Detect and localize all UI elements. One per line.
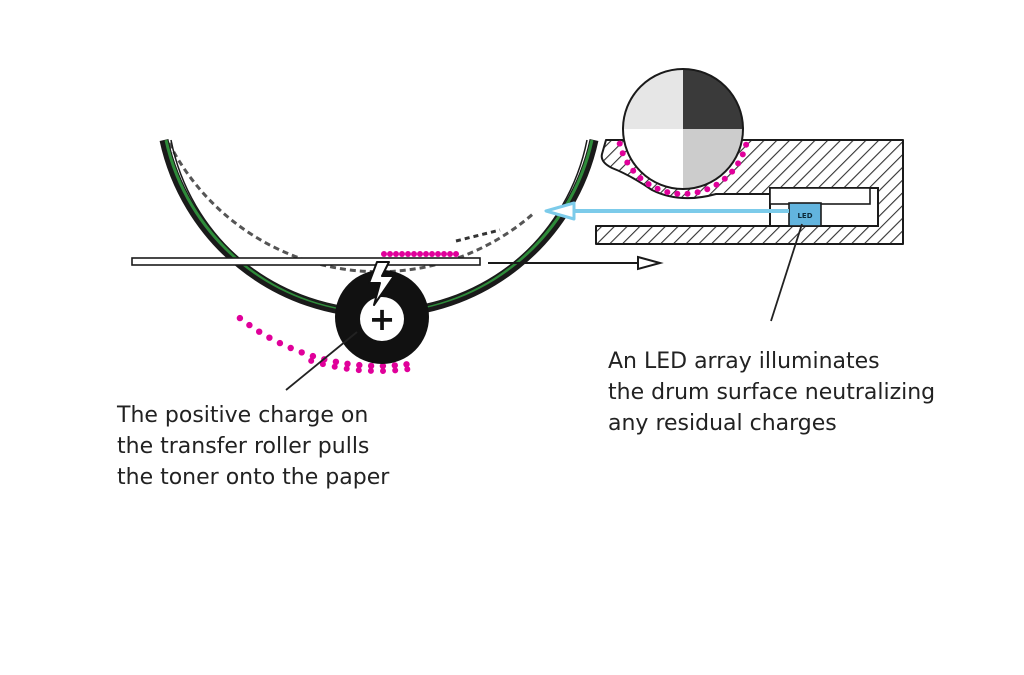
toner-particle <box>392 367 399 374</box>
toner-particle <box>423 251 429 257</box>
toner-particle <box>411 251 417 257</box>
toner-particle <box>429 251 435 257</box>
toner-particle <box>704 186 711 193</box>
toner-particles-on-drum <box>236 314 411 374</box>
toner-particle <box>674 190 681 197</box>
toner-particle <box>624 159 631 166</box>
led-chip: LED <box>788 202 822 227</box>
toner-particle <box>332 358 340 365</box>
toner-particle <box>309 352 317 360</box>
toner-particle <box>276 339 284 347</box>
toner-particle <box>713 181 720 188</box>
toner-particle <box>367 362 375 370</box>
drum-residual-dashes <box>455 228 501 243</box>
caption-transfer-line-2: the transfer roller pulls <box>117 434 370 459</box>
developer-roller <box>622 68 744 190</box>
positive-charge-symbol: + <box>369 300 396 338</box>
toner-particle <box>739 151 746 158</box>
toner-particle <box>447 251 453 257</box>
lightning-bolt-icon <box>368 261 395 306</box>
paper-sheet <box>131 257 481 266</box>
caption-led-array: An LED array illuminates the drum surfac… <box>608 346 935 439</box>
caption-led-line-2: the drum surface neutralizing <box>608 380 936 405</box>
toner-particle <box>743 141 750 148</box>
toner-particle <box>684 190 691 197</box>
toner-particle <box>664 189 671 196</box>
transfer-roller: + <box>335 270 429 364</box>
toner-particle <box>619 150 626 157</box>
toner-particle <box>654 185 661 192</box>
toner-particles-on-paper <box>381 251 459 257</box>
toner-particle <box>287 344 294 352</box>
toner-particle <box>735 160 742 167</box>
drum-outer-film <box>167 142 535 274</box>
toner-particle <box>246 321 253 329</box>
toner-particle <box>236 314 244 322</box>
toner-particle <box>355 367 362 374</box>
toner-particle <box>331 363 338 370</box>
toner-particle <box>435 251 441 257</box>
toner-particle <box>721 175 728 182</box>
toner-particle <box>298 349 305 356</box>
caption-transfer-roller: The positive charge on the transfer roll… <box>117 400 389 493</box>
leader-line-transfer <box>285 331 358 391</box>
led-board <box>769 187 871 205</box>
toner-particle <box>404 366 411 373</box>
toner-particle <box>379 362 387 370</box>
caption-led-line-1: An LED array illuminates <box>608 349 880 374</box>
caption-led-line-3: any residual charges <box>608 411 837 436</box>
toner-particle <box>694 189 701 196</box>
toner-particle <box>630 167 637 174</box>
arrow-left-icon <box>544 201 789 221</box>
toner-particle <box>380 368 386 374</box>
toner-particle <box>381 251 387 257</box>
toner-particle <box>453 251 459 257</box>
toner-particle <box>344 360 351 367</box>
led-chip-label: LED <box>797 212 812 220</box>
toner-particle <box>343 365 350 372</box>
toner-particle <box>256 328 263 335</box>
toner-particle <box>441 251 447 257</box>
leader-line-led <box>770 223 803 322</box>
caption-transfer-line-1: The positive charge on <box>117 403 369 428</box>
toner-particle <box>417 251 423 257</box>
toner-particle <box>399 251 405 257</box>
toner-particle <box>393 251 399 257</box>
toner-particle <box>645 181 652 188</box>
toner-particle <box>391 362 398 369</box>
toner-particle <box>266 334 273 341</box>
toner-particle <box>637 175 644 182</box>
toner-particle <box>403 361 410 368</box>
toner-particles-on-developer <box>616 140 750 197</box>
toner-particle <box>356 361 363 369</box>
toner-particle <box>308 357 315 364</box>
toner-particle <box>405 251 411 257</box>
caption-transfer-line-3: the toner onto the paper <box>117 465 390 490</box>
toner-particle <box>319 361 326 368</box>
toner-particle <box>387 251 393 257</box>
toner-particle <box>616 140 623 147</box>
toner-particle <box>367 367 374 374</box>
toner-particle <box>729 168 736 175</box>
arrow-right-icon <box>488 255 664 271</box>
